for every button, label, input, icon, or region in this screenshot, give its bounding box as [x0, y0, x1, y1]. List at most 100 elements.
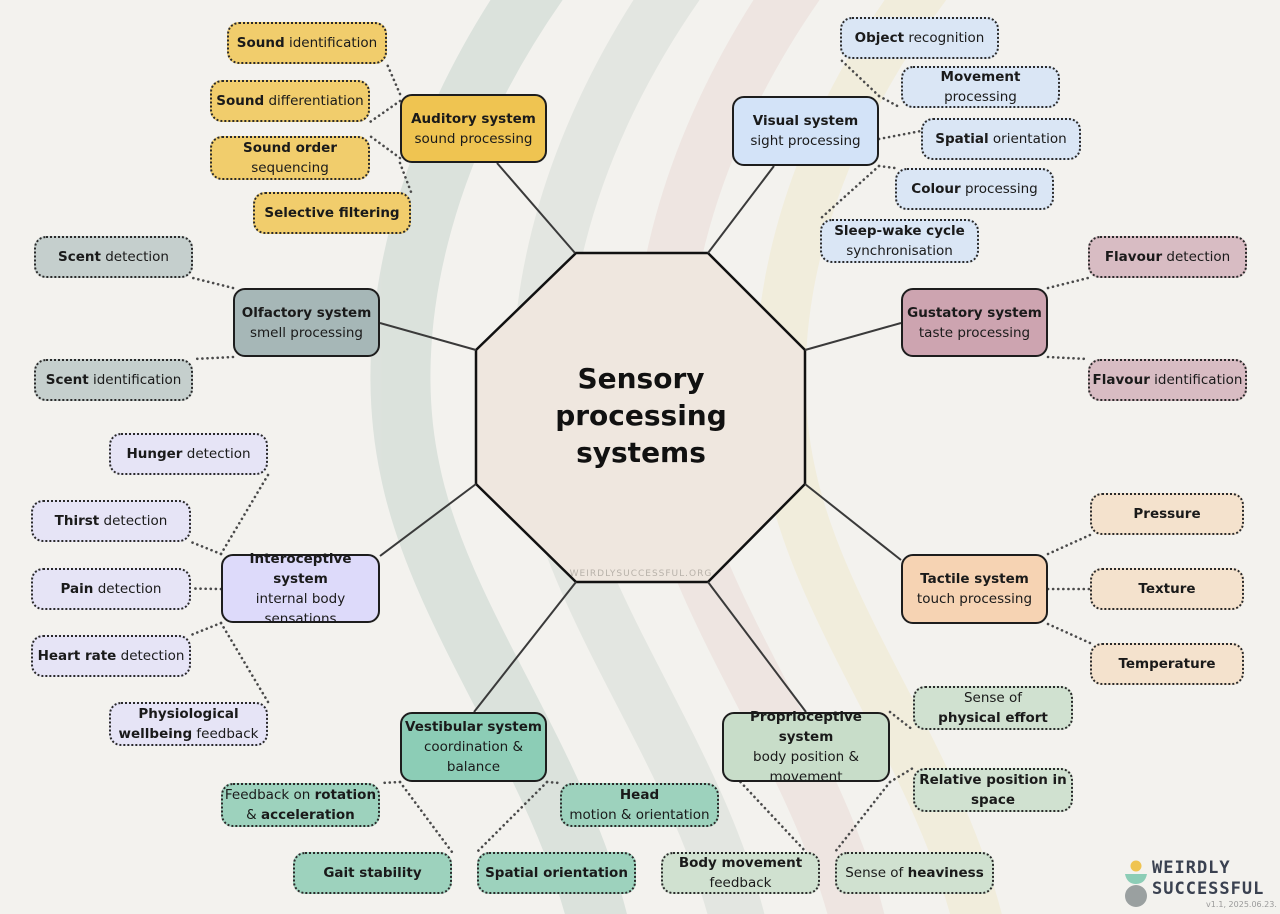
interoceptive-leaf-link [219, 473, 270, 556]
leaf-bold-text: Flavour [1092, 372, 1150, 388]
visual-leaf[interactable]: Colour processing [895, 168, 1054, 210]
leaf-text: & [246, 807, 261, 823]
leaf-bold-text: Temperature [1118, 656, 1216, 672]
version-label: v1.1, 2025.06.23. [1206, 900, 1277, 909]
leaf-text: Sense of [963, 690, 1023, 706]
leaf-text: motion & orientation [569, 807, 710, 823]
leaf-text: identification [284, 35, 378, 51]
brand-line-1: WEIRDLY [1152, 858, 1231, 878]
auditory-leaf-link [368, 99, 402, 124]
leaf-label: Gait stability [323, 863, 421, 883]
proprioceptive-leaf-link [888, 766, 915, 784]
leaf-label: Scent identification [46, 370, 182, 390]
olfactory-leaf-link [191, 355, 235, 361]
leaf-label: Pressure [1133, 504, 1200, 524]
title-line-2: processing [555, 399, 727, 432]
leaf-label: Sound identification [237, 33, 377, 53]
interoceptive-leaf-link [189, 587, 223, 591]
vestibular-link [473, 581, 577, 713]
visual-leaf[interactable]: Spatial orientation [921, 118, 1081, 160]
olfactory-leaf-link [191, 276, 235, 290]
leaf-label: Colour processing [911, 179, 1037, 199]
system-title: Interoceptive system [249, 550, 352, 587]
interoceptive-leaf[interactable]: Heart rate detection [31, 635, 191, 677]
leaf-label: Flavour detection [1105, 247, 1230, 267]
proprioceptive-leaf-link [888, 710, 915, 732]
vestibular-leaf-link [398, 780, 454, 854]
leaf-bold-text: Gait stability [323, 865, 422, 881]
auditory-leaf[interactable]: Sound identification [227, 22, 387, 64]
visual-leaf[interactable]: Movement processing [901, 66, 1060, 108]
leaf-text: Feedback on [224, 787, 315, 803]
site-url: WEIRDLYSUCCESSFUL.ORG [569, 569, 713, 579]
leaf-bold-text: Sound order [243, 140, 337, 156]
tactile-leaf[interactable]: Pressure [1090, 493, 1244, 535]
proprioceptive-leaf[interactable]: Sense of physical effort [913, 686, 1073, 730]
leaf-text: identification [1149, 372, 1243, 388]
vestibular-leaf[interactable]: Feedback on rotation & acceleration [221, 783, 380, 827]
leaf-label: Feedback on rotation & acceleration [225, 785, 376, 825]
olfactory-leaf[interactable]: Scent identification [34, 359, 193, 401]
system-subtitle: body position & movement [753, 749, 859, 785]
leaf-bold-text: Spatial orientation [485, 865, 628, 881]
vestibular-leaf[interactable]: Spatial orientation [477, 852, 636, 894]
interoceptive-leaf[interactable]: Pain detection [31, 568, 191, 610]
system-title: Vestibular system [405, 719, 542, 735]
gustatory-leaf[interactable]: Flavour identification [1088, 359, 1247, 401]
leaf-bold-text: heaviness [907, 865, 984, 881]
interoceptive-link [379, 483, 477, 557]
interoceptive-leaf[interactable]: Thirst detection [31, 500, 191, 542]
brand-name: WEIRDLY SUCCESSFUL [1152, 858, 1264, 900]
visual-leaf-link [877, 94, 903, 110]
proprioceptive-leaf[interactable]: Relative position in space [913, 768, 1073, 812]
leaf-label: Temperature [1118, 654, 1215, 674]
leaf-bold-text: Hunger [126, 446, 183, 462]
olfactory-link [379, 322, 477, 351]
leaf-bold-text: physical effort [938, 710, 1048, 726]
vestibular-leaf[interactable]: Head motion & orientation [560, 783, 719, 827]
leaf-bold-text: Sleep-wake cycle [834, 223, 965, 239]
interoceptive-leaf[interactable]: Physiological wellbeing feedback [109, 702, 268, 746]
leaf-text: feedback [709, 875, 772, 891]
leaf-label: Hunger detection [126, 444, 250, 464]
leaf-text: orientation [988, 131, 1067, 147]
gustatory-leaf[interactable]: Flavour detection [1088, 236, 1247, 278]
visual-leaf-link [877, 164, 897, 170]
title-line-3: systems [576, 436, 706, 469]
vestibular-leaf[interactable]: Gait stability [293, 852, 452, 894]
leaf-bold-text: Relative position in space [919, 772, 1067, 808]
proprioceptive-leaf[interactable]: Body movement feedback [661, 852, 820, 894]
leaf-text: processing [944, 89, 1017, 105]
brand-logo-icon [1125, 860, 1147, 907]
leaf-bold-text: Body movement [678, 855, 803, 871]
olfactory-leaf[interactable]: Scent detection [34, 236, 193, 278]
vestibular-leaf-link [378, 780, 402, 785]
proprioceptive-leaf-link [739, 780, 808, 854]
tactile-leaf[interactable]: Temperature [1090, 643, 1244, 685]
leaf-label: Movement processing [903, 67, 1058, 107]
system-title: Auditory system [411, 110, 536, 127]
auditory-leaf[interactable]: Selective filtering [253, 192, 411, 234]
leaf-text: differentiation [264, 93, 364, 109]
leaf-bold-text: Head [619, 787, 660, 803]
leaf-bold-text: Object [854, 30, 905, 46]
auditory-leaf-link [398, 161, 413, 194]
tactile-leaf[interactable]: Texture [1090, 568, 1244, 610]
proprioceptive-leaf[interactable]: Sense of heaviness [835, 852, 994, 894]
vestibular-leaf-link [475, 780, 549, 854]
auditory-leaf[interactable]: Sound differentiation [210, 80, 370, 122]
visual-leaf[interactable]: Object recognition [840, 17, 999, 59]
interoceptive-leaf[interactable]: Hunger detection [109, 433, 268, 475]
leaf-bold-text: rotation [314, 787, 377, 803]
